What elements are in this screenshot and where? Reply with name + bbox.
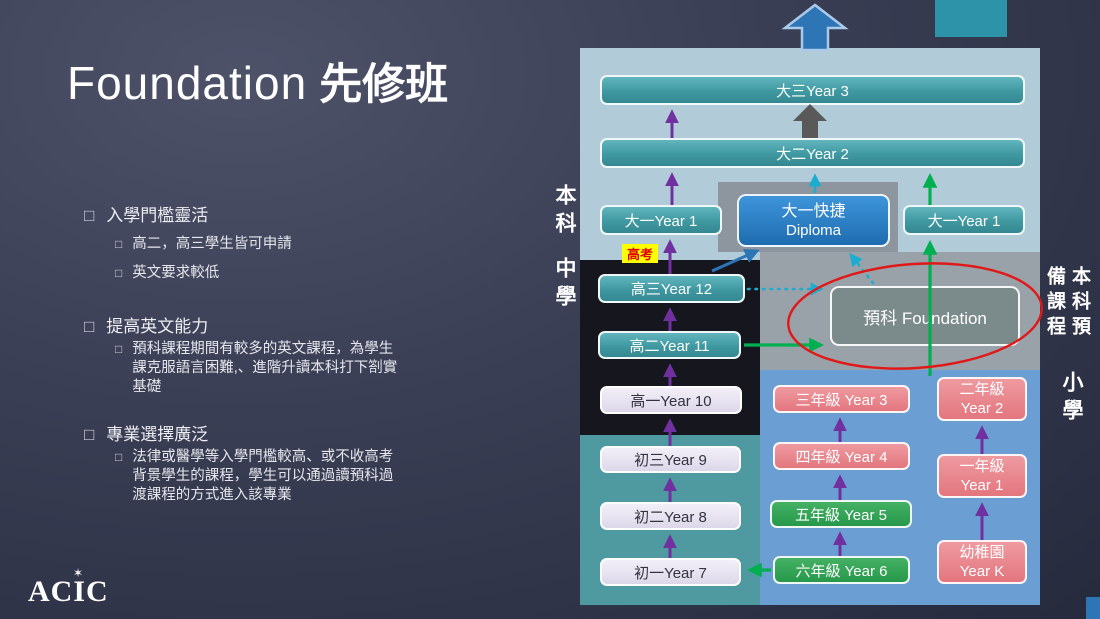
square-bullet-icon [84, 316, 94, 338]
bullet-list: 入學門檻靈活 高二，高三學生皆可申請 英文要求較低 提高英文能力 預科課程期間有… [84, 197, 484, 532]
big-up-arrow [781, 3, 849, 52]
box-diploma: 大一快捷 Diploma [737, 194, 890, 247]
box-gradek: 幼稚園 Year K [937, 540, 1027, 584]
box-year12: 高三Year 12 [598, 274, 745, 303]
label-prep-course: 本科預備課程 [1044, 266, 1090, 341]
box-grade5: 五年級 Year 5 [770, 500, 912, 528]
bullet-level1: 專業選擇廣泛 [84, 424, 484, 446]
square-bullet-icon [115, 340, 122, 359]
bullet-text: 提高英文能力 [106, 317, 209, 336]
label-primary-school: 小學 [1060, 371, 1083, 427]
label-middle-school: 中學 [553, 257, 576, 313]
diploma-line1: 大一快捷 [781, 202, 846, 220]
square-bullet-icon [115, 235, 122, 254]
gradek-line1: 幼稚園 [959, 544, 1005, 561]
grade2-line1: 二年級 [959, 381, 1005, 398]
diploma-line2: Diploma [785, 221, 842, 239]
grade1-line2: Year 1 [960, 477, 1004, 494]
bullet-text: 法律或醫學等入學門檻較高、或不收高考背景學生的課程，學生可以通過讀預科過渡課程的… [132, 449, 394, 503]
box-uni-year1-right: 大一Year 1 [903, 205, 1025, 235]
grade1-line1: 一年級 [959, 458, 1005, 475]
bullet-level2: 法律或醫學等入學門檻較高、或不收高考背景學生的課程，學生可以通過讀預科過渡課程的… [115, 448, 401, 505]
logo-text: ACIC [28, 575, 109, 608]
square-bullet-icon [115, 264, 122, 283]
bullet-level2: 英文要求較低 [115, 264, 401, 283]
box-uni-year2: 大二Year 2 [600, 138, 1025, 168]
title-chinese: 先修班 [319, 61, 449, 109]
bullet-level1: 提高英文能力 [84, 316, 484, 338]
acic-logo: ✶ ACIC [28, 566, 109, 609]
box-grade1: 一年級 Year 1 [937, 454, 1027, 498]
bullet-text: 專業選擇廣泛 [106, 425, 209, 444]
bullet-level1: 入學門檻靈活 [84, 205, 484, 227]
box-grade3: 三年級 Year 3 [773, 385, 910, 413]
box-foundation: 預科 Foundation [830, 286, 1020, 346]
bullet-text: 入學門檻靈活 [106, 206, 209, 225]
square-bullet-icon [115, 448, 122, 467]
box-year8: 初二Year 8 [600, 502, 741, 530]
bullet-level2: 高二，高三學生皆可申請 [115, 235, 401, 254]
star-icon: ✶ [73, 566, 84, 580]
box-uni-year3: 大三Year 3 [600, 75, 1025, 105]
box-year11: 高二Year 11 [598, 331, 741, 359]
bullet-text: 高二，高三學生皆可申請 [132, 236, 292, 252]
box-year10: 高一Year 10 [600, 386, 742, 414]
bullet-level2: 預科課程期間有較多的英文課程，為學生課克服語言困難,、進階升讀本科打下劄實基礎 [115, 340, 401, 397]
box-uni-year1-left: 大一Year 1 [600, 205, 722, 235]
box-grade6: 六年級 Year 6 [773, 556, 910, 584]
bullet-text: 英文要求較低 [132, 265, 220, 281]
box-year9: 初三Year 9 [600, 446, 741, 473]
square-bullet-icon [84, 424, 94, 446]
box-year7: 初一Year 7 [600, 558, 741, 586]
box-grade2: 二年級 Year 2 [937, 377, 1027, 421]
box-grade4: 四年級 Year 4 [773, 442, 910, 470]
grade2-line2: Year 2 [960, 400, 1004, 417]
square-bullet-icon [84, 205, 94, 227]
bullet-text: 預科課程期間有較多的英文課程，為學生課克服語言困難,、進階升讀本科打下劄實基礎 [132, 341, 398, 395]
title-english: Foundation [67, 57, 308, 109]
gradek-line2: Year K [959, 563, 1005, 580]
label-undergrad: 本科 [553, 184, 576, 240]
corner-accent [1086, 597, 1100, 619]
top-accent-bar [935, 0, 1007, 37]
gaokao-badge: 高考 [622, 244, 658, 263]
